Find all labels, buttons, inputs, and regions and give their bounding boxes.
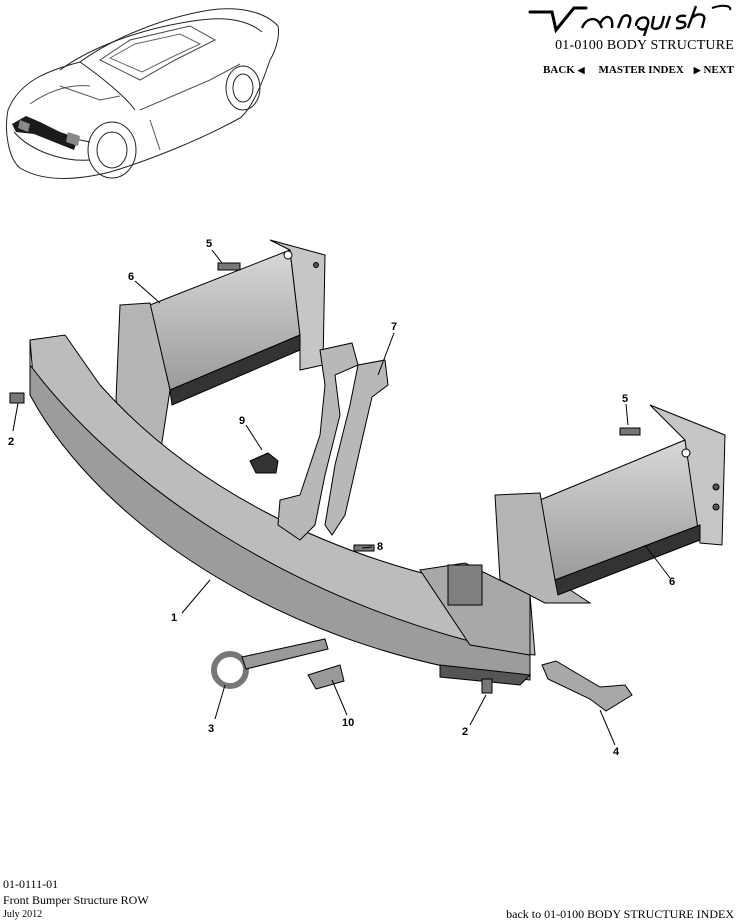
callout-8: 8: [377, 541, 383, 553]
master-index-link[interactable]: MASTER INDEX: [598, 64, 684, 76]
nav-bar: BACK ◀ MASTER INDEX ▶ NEXT: [543, 64, 734, 76]
callout-2-left: 2: [8, 436, 14, 448]
next-link[interactable]: ▶ NEXT: [694, 64, 734, 76]
bracket: [277, 342, 389, 541]
callout-6-left: 6: [128, 271, 134, 283]
bumper-beam: [29, 334, 536, 686]
next-arrow-icon: ▶: [693, 65, 701, 75]
callout-2-bottom: 2: [462, 726, 468, 738]
sensor: [249, 452, 279, 474]
back-arrow-icon: ◀: [577, 65, 585, 75]
plug: [307, 664, 345, 690]
crash-can-right: [494, 404, 726, 604]
back-link[interactable]: BACK ◀: [543, 64, 584, 76]
callout-5-top: 5: [206, 238, 212, 250]
next-label: NEXT: [703, 64, 734, 76]
document-code: 01-0111-01: [3, 877, 59, 891]
callout-10: 10: [342, 717, 354, 729]
section-title: 01-0100 BODY STRUCTURE: [555, 38, 734, 53]
crash-can-left: [115, 239, 326, 456]
callout-4: 4: [613, 746, 620, 758]
callout-5-right: 5: [622, 393, 628, 405]
parts-diagram: 5 6 7 9 2 5 8 6 1 3 10 2 4: [8, 238, 726, 758]
tow-eye: [211, 638, 329, 689]
strap: [541, 660, 633, 712]
brand-logo: [528, 4, 732, 36]
back-to-index-link[interactable]: back to 01-0100 BODY STRUCTURE INDEX: [506, 907, 734, 921]
callout-7: 7: [391, 321, 397, 333]
callout-3: 3: [208, 723, 214, 735]
car-thumbnail: [6, 8, 279, 179]
callout-1: 1: [171, 612, 177, 624]
document-title: Front Bumper Structure ROW: [3, 893, 149, 907]
back-label: BACK: [543, 64, 575, 76]
callout-6-right: 6: [669, 576, 675, 588]
document-date: July 2012: [3, 909, 43, 920]
callout-9: 9: [239, 415, 245, 427]
